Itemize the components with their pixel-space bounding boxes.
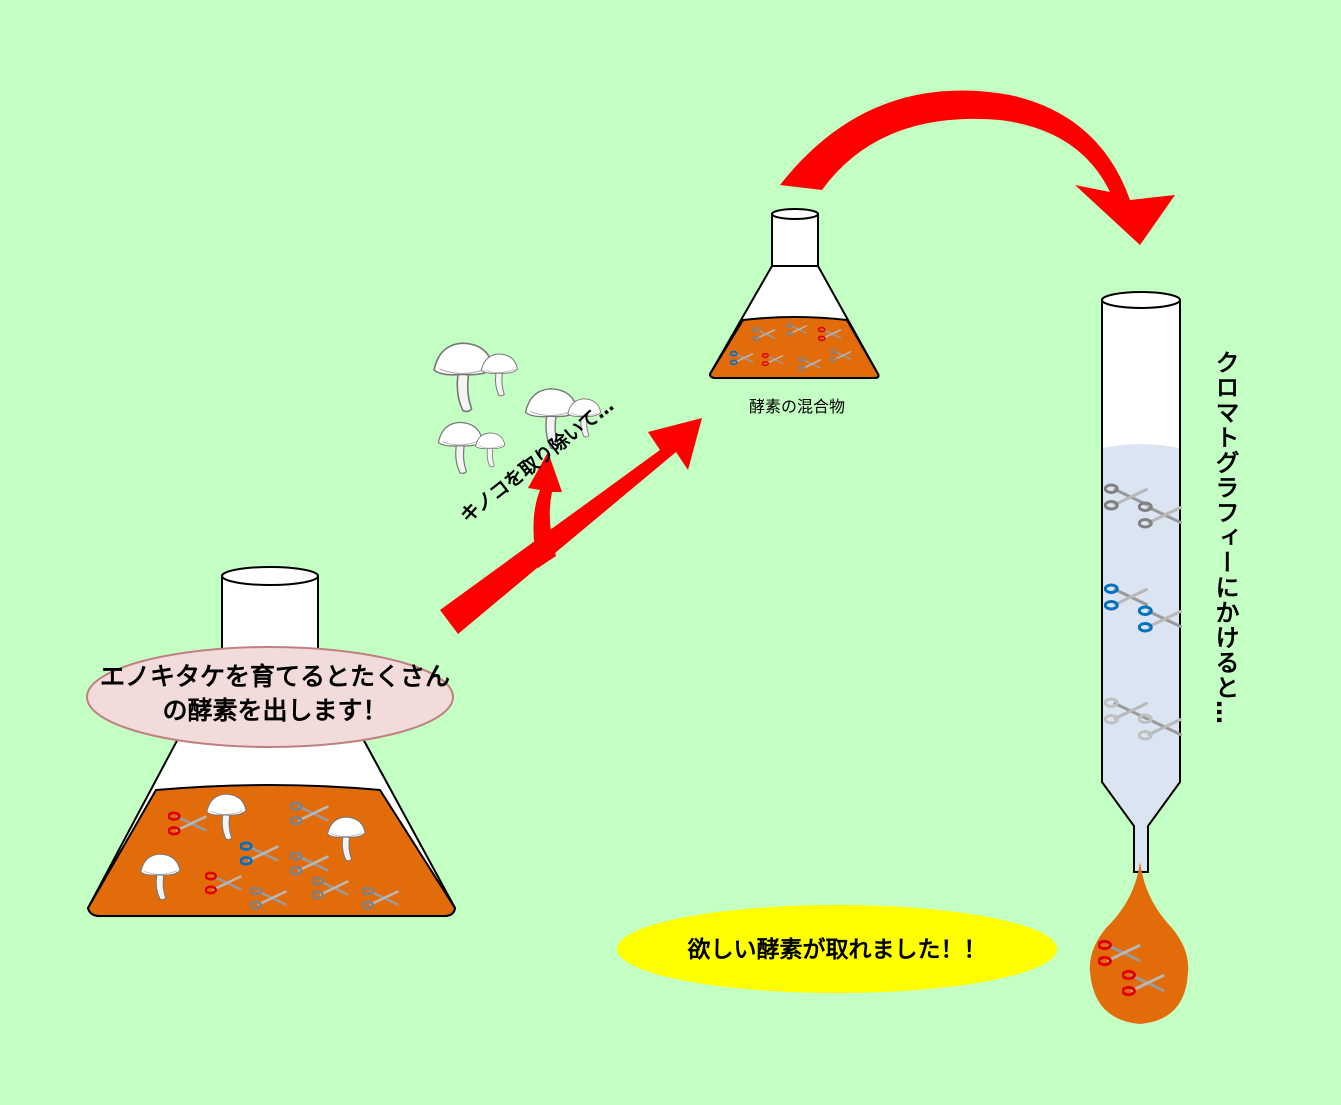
curved-arrow-to-column: [780, 90, 1175, 246]
eluted-drop: [1089, 862, 1189, 1024]
small-flask: [708, 208, 880, 379]
small-flask-label: 酵素の混合物: [748, 397, 845, 416]
chromatography-column: [1101, 291, 1181, 873]
removed-mushrooms: [433, 342, 602, 474]
speech-bubble-text: エノキタケを育てるとたくさんの酵素を出します！: [100, 662, 451, 725]
arrow-removing-mushrooms: [528, 452, 562, 568]
speech-bubble: [86, 646, 454, 748]
arrow-to-small-flask: [440, 418, 702, 634]
result-label: 欲しい酵素が取れました！！: [687, 937, 987, 963]
result-bubble: [617, 905, 1057, 993]
column-label: クロマトグラフィーにかけると…: [1211, 350, 1239, 725]
column-fluid: [1103, 444, 1179, 871]
small-flask-liquid: [708, 316, 880, 379]
